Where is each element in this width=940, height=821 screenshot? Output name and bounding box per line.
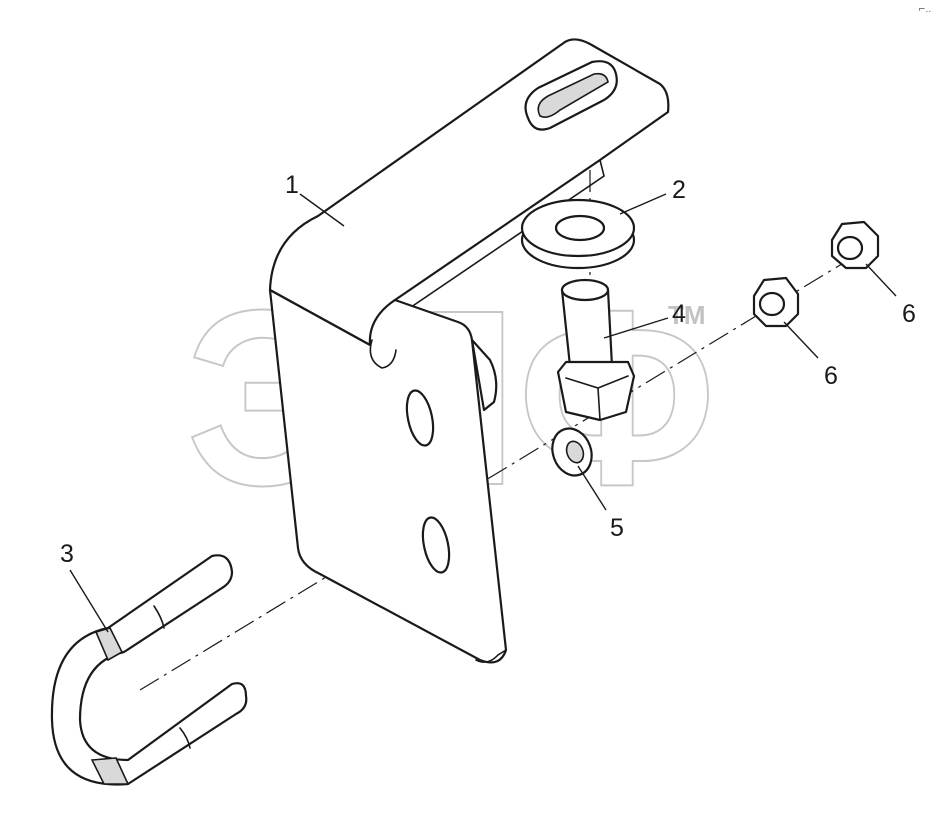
u-bolt-thread-start [153, 605, 191, 749]
leader-1 [299, 193, 345, 227]
u-bolt-part-3 [50, 554, 248, 786]
nut-part-6-near [752, 276, 800, 328]
callout-labels: 1 2 3 4 5 6 6 [60, 171, 916, 568]
bracket-arm-slot-shadow [537, 72, 609, 118]
u-bolt-bend-mark-upper [94, 627, 124, 662]
bolt-shank-tip [560, 278, 610, 302]
leader-2 [619, 193, 667, 215]
leader-5 [577, 465, 607, 511]
bracket-vertical-plate [268, 288, 508, 664]
washer-part-5 [551, 427, 593, 477]
callout-2: 2 [672, 176, 686, 204]
bolt-part-4 [556, 278, 636, 422]
bolt-hex-head [556, 360, 636, 422]
callout-5: 5 [610, 514, 624, 542]
washer-small-hole [565, 440, 585, 464]
bracket-bend-hook [369, 339, 397, 369]
washer-part-2 [520, 198, 636, 270]
bracket-plate-slot-lower [421, 516, 451, 574]
bolt-hex-edges [565, 375, 629, 421]
corner-mark: ⌐.. [918, 5, 931, 15]
washer-large-hole [554, 214, 606, 242]
callout-1: 1 [285, 171, 299, 199]
leader-3 [69, 569, 109, 633]
leader-4 [603, 317, 669, 339]
assembly-axis-lines [139, 170, 846, 691]
nut-near-hole [758, 291, 786, 317]
nut-part-6-far [830, 220, 880, 270]
bolt-shank [560, 288, 614, 368]
leader-6-far [865, 263, 897, 297]
leader-lines [69, 193, 897, 633]
leader-6-near [783, 321, 819, 359]
bolt-axis-line [139, 261, 846, 691]
callout-4: 4 [672, 300, 686, 328]
watermark-trademark: TM [668, 300, 706, 330]
bracket-part-1 [268, 38, 670, 664]
callout-6-near: 6 [824, 362, 838, 390]
bracket-plate-slot-upper [405, 389, 435, 447]
callout-6-far: 6 [902, 300, 916, 328]
callout-3: 3 [60, 540, 74, 568]
u-bolt-bend-mark-lower [90, 757, 130, 785]
nut-far-hole [836, 235, 864, 261]
bracket-plate-side [470, 338, 498, 412]
u-bolt-body [50, 554, 248, 786]
bracket-plate-edge [475, 649, 507, 663]
